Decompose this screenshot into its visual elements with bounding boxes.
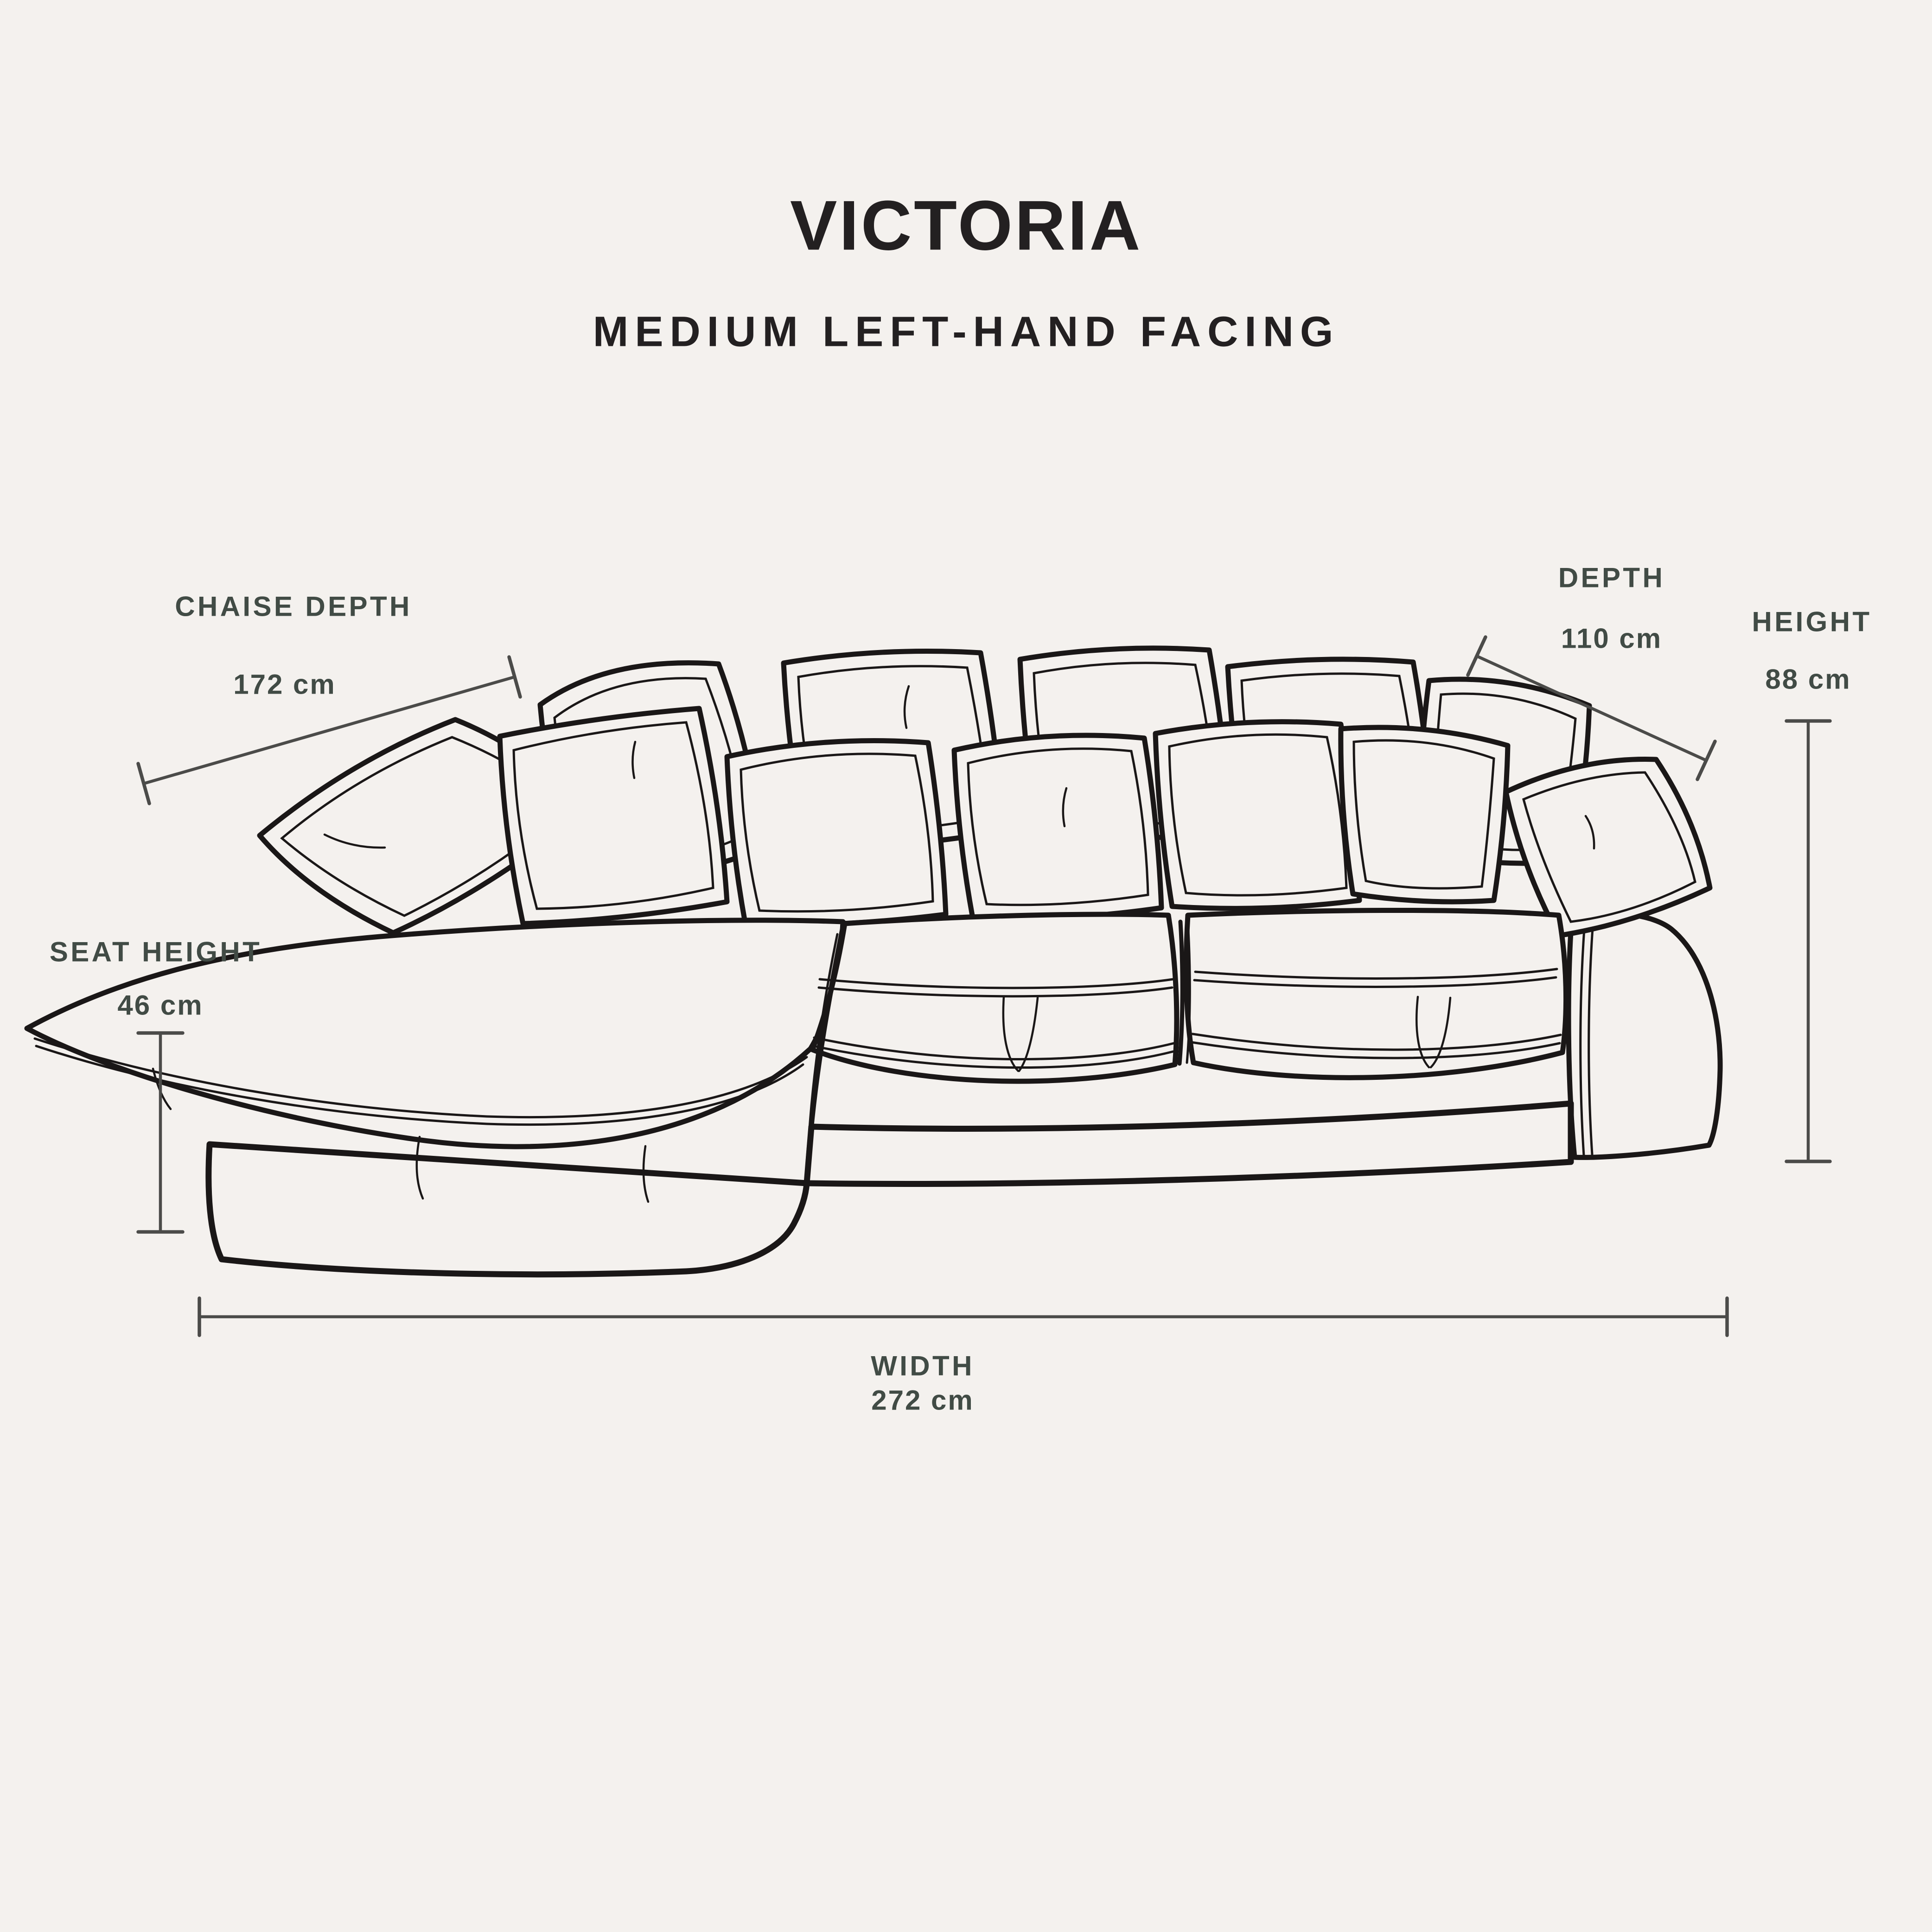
width-label: WIDTH bbox=[871, 1350, 975, 1382]
seat-cushions bbox=[810, 907, 1569, 1084]
chaise-junction bbox=[804, 920, 847, 1186]
depth-dimension-line bbox=[1466, 635, 1717, 781]
front-pillow-row bbox=[257, 706, 1511, 936]
right-arm bbox=[1566, 911, 1723, 1160]
arm-pillow bbox=[1503, 757, 1713, 938]
page-title: VICTORIA bbox=[790, 186, 1142, 265]
width-dimension-line bbox=[198, 1296, 1729, 1337]
sofa-base bbox=[205, 1100, 1574, 1278]
seat-height-dimension-line bbox=[136, 1031, 185, 1234]
chaise-depth-label: CHAISE DEPTH bbox=[175, 591, 412, 622]
dimension-lines bbox=[136, 635, 1832, 1337]
chaise-depth-dimension-line bbox=[136, 655, 522, 805]
width-value: 272 cm bbox=[871, 1384, 974, 1416]
depth-label: DEPTH bbox=[1558, 562, 1665, 593]
chaise-depth-value: 172 cm bbox=[233, 669, 336, 700]
height-value: 88 cm bbox=[1765, 663, 1851, 695]
seat-height-value: 46 cm bbox=[117, 989, 204, 1021]
page-subtitle: MEDIUM LEFT-HAND FACING bbox=[593, 308, 1340, 356]
seat-height-label: SEAT HEIGHT bbox=[49, 936, 262, 968]
depth-value: 110 cm bbox=[1561, 623, 1663, 654]
height-label: HEIGHT bbox=[1752, 606, 1872, 638]
height-dimension-line bbox=[1785, 719, 1832, 1163]
